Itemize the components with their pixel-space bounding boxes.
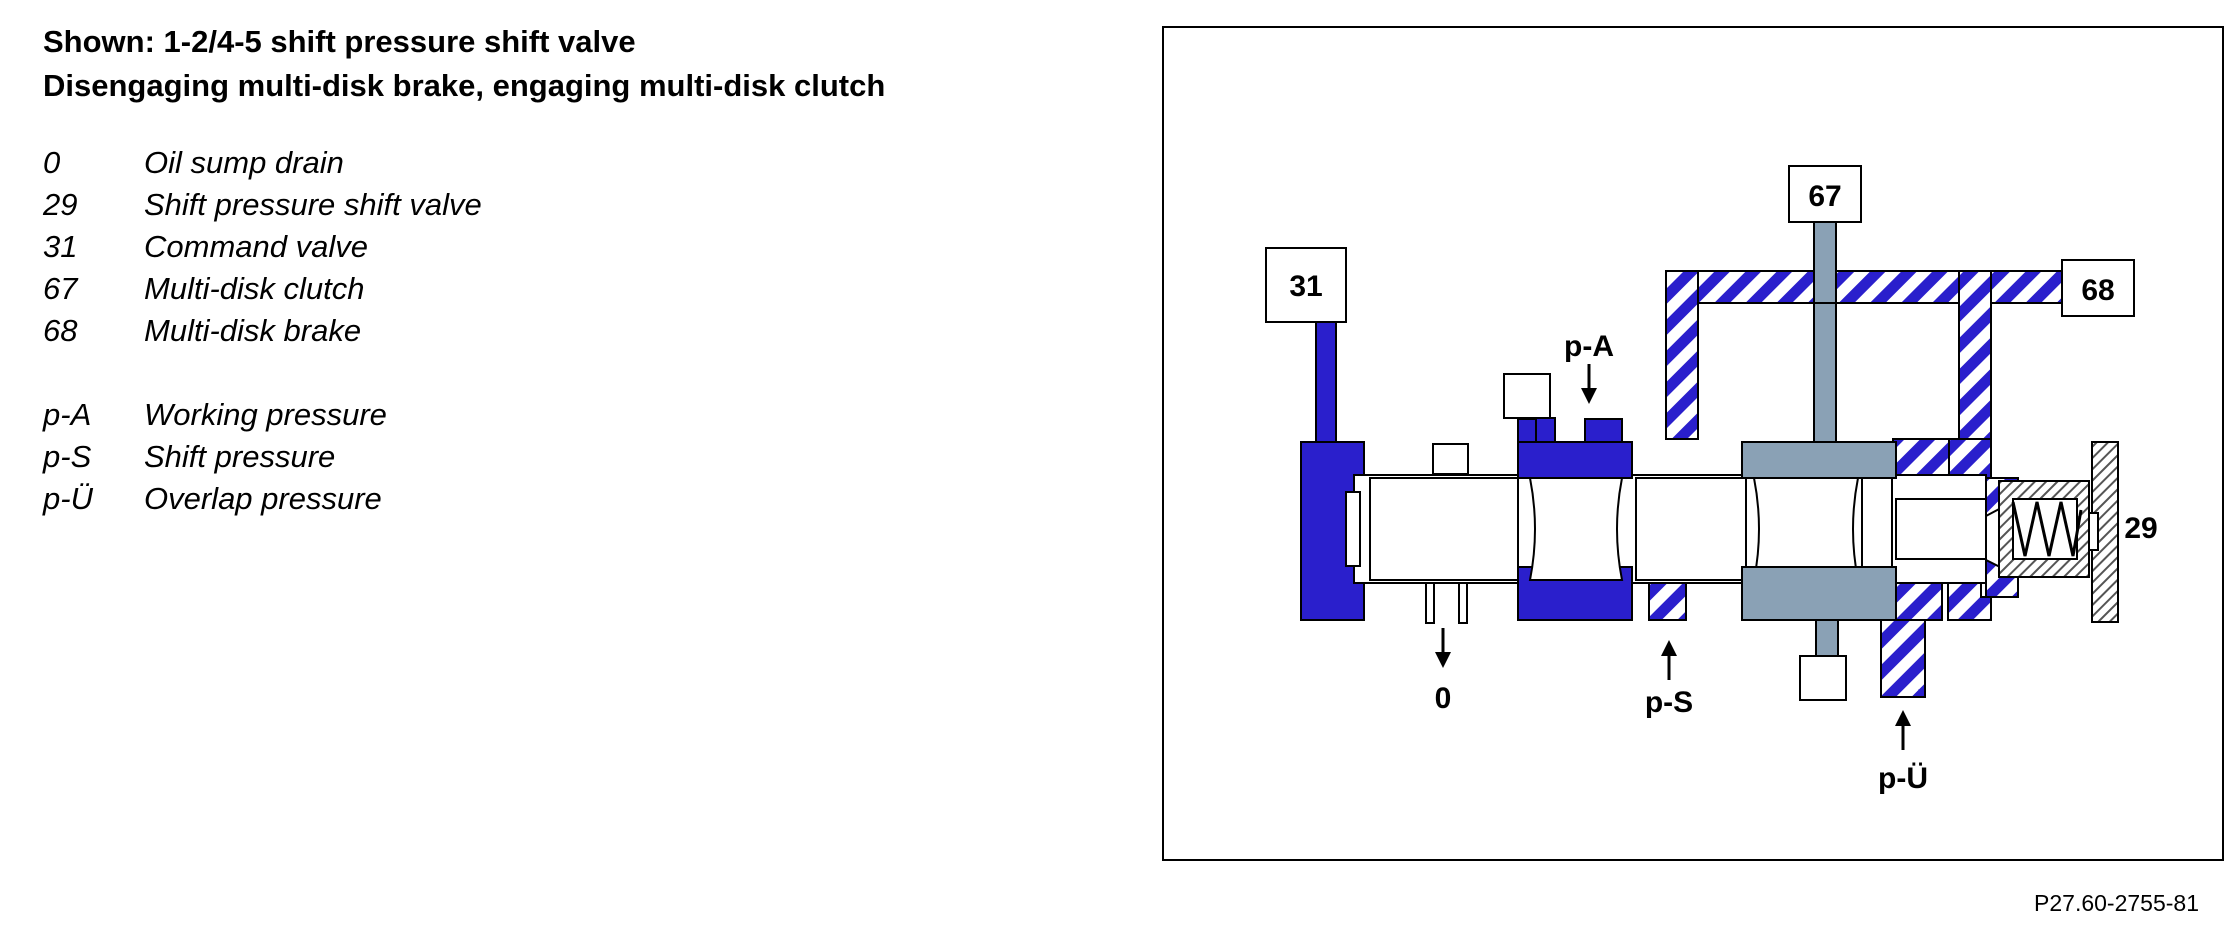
label-p-a: p-A bbox=[1564, 330, 1614, 363]
legend-desc: Oil sump drain bbox=[144, 145, 344, 180]
label-68: 68 bbox=[2081, 274, 2114, 307]
label-p-s: p-S bbox=[1645, 686, 1693, 719]
arrow-p-s bbox=[1661, 640, 1677, 680]
arrow-drain bbox=[1435, 628, 1451, 668]
label-0: 0 bbox=[1435, 682, 1452, 715]
clutch-land bbox=[1741, 441, 1897, 661]
legend-row: p-S Shift pressure bbox=[43, 436, 482, 478]
arrow-p-u bbox=[1895, 710, 1911, 750]
label-67: 67 bbox=[1808, 180, 1841, 213]
legend-desc: Multi-disk brake bbox=[144, 313, 362, 348]
legend-spacer bbox=[43, 352, 482, 394]
clutch-passage bbox=[1813, 220, 1837, 476]
legend-code: 29 bbox=[43, 187, 78, 222]
legend-code: 0 bbox=[43, 145, 61, 180]
legend-row: 68 Multi-disk brake bbox=[43, 310, 482, 352]
title-line-2: Disengaging multi-disk brake, engaging m… bbox=[43, 68, 886, 103]
legend-code: p-Ü bbox=[43, 481, 93, 516]
legend: 0 Oil sump drain 29 Shift pressure shift v… bbox=[43, 142, 482, 520]
diagram-title: Shown: 1-2/4-5 shift pressure shift valv… bbox=[43, 20, 885, 108]
legend-row: 0 Oil sump drain bbox=[43, 142, 482, 184]
blank-ports bbox=[1425, 373, 1847, 701]
legend-code: 31 bbox=[43, 229, 78, 264]
label-31: 31 bbox=[1289, 270, 1322, 303]
valve-piston bbox=[1369, 477, 1987, 581]
legend-row: 29 Shift pressure shift valve bbox=[43, 184, 482, 226]
legend-row: 67 Multi-disk clutch bbox=[43, 268, 482, 310]
legend-desc: Command valve bbox=[144, 229, 368, 264]
title-line-1: Shown: 1-2/4-5 shift pressure shift valv… bbox=[43, 24, 636, 59]
label-p-u: p-Ü bbox=[1878, 762, 1928, 795]
legend-row: p-Ü Overlap pressure bbox=[43, 478, 482, 520]
legend-code: p-S bbox=[43, 439, 92, 474]
arrow-p-a bbox=[1581, 364, 1597, 404]
spring-assembly bbox=[1998, 441, 2119, 623]
diagram-frame bbox=[1162, 26, 2224, 861]
legend-code: 67 bbox=[43, 271, 78, 306]
legend-desc: Overlap pressure bbox=[144, 481, 382, 516]
label-box-31: 31 bbox=[1265, 247, 1347, 323]
figure-reference: P27.60-2755-81 bbox=[2034, 890, 2199, 916]
legend-code: p-A bbox=[43, 397, 92, 432]
legend-desc: Working pressure bbox=[144, 397, 387, 432]
legend-desc: Multi-disk clutch bbox=[144, 271, 365, 306]
label-box-68: 68 bbox=[2061, 259, 2135, 317]
label-box-67: 67 bbox=[1788, 165, 1862, 223]
legend-desc: Shift pressure bbox=[144, 439, 336, 474]
legend-row: 31 Command valve bbox=[43, 226, 482, 268]
legend-desc: Shift pressure shift valve bbox=[144, 187, 482, 222]
label-29: 29 bbox=[2124, 512, 2157, 545]
legend-code: 68 bbox=[43, 313, 78, 348]
legend-row: p-A Working pressure bbox=[43, 394, 482, 436]
valve-diagram: 31 67 68 29 p-A 0 p-S p-Ü bbox=[1162, 26, 2224, 861]
